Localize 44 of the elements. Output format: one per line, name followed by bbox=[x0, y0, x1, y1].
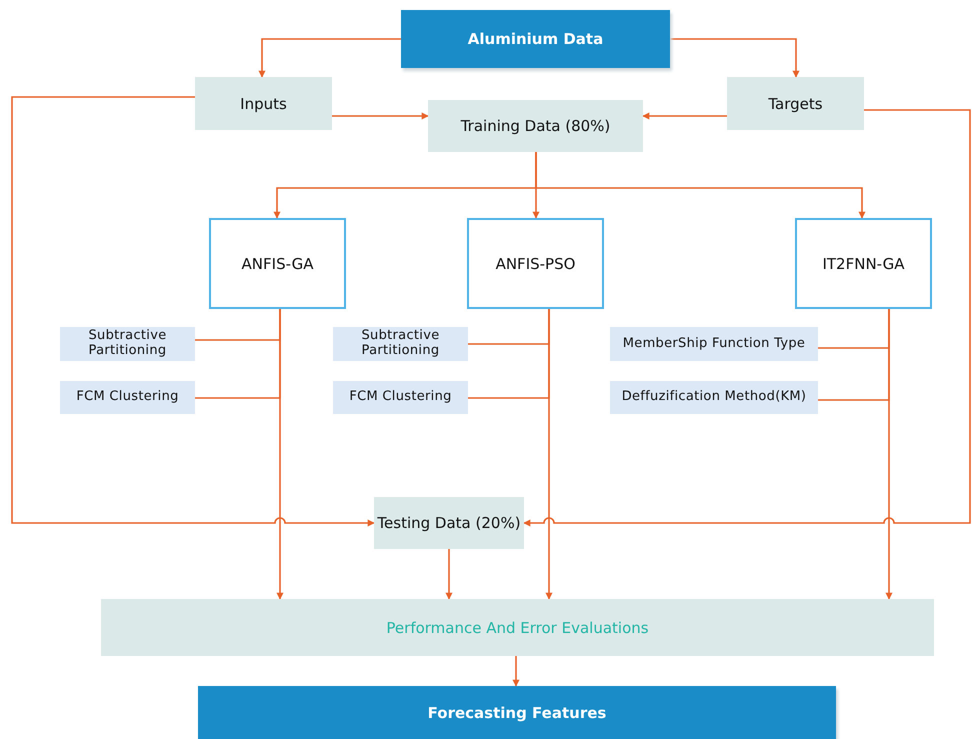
process-box bbox=[428, 100, 643, 152]
process-box bbox=[727, 77, 864, 130]
parameter-box bbox=[60, 381, 195, 414]
parameter-box bbox=[333, 327, 468, 361]
arrow bbox=[11, 96, 375, 526]
title-box bbox=[401, 10, 670, 68]
node-label: Training Data (80%) bbox=[460, 117, 610, 135]
arrow bbox=[546, 309, 552, 600]
parameter-box bbox=[333, 381, 468, 414]
node-label: Aluminium Data bbox=[468, 30, 604, 48]
node-label: Targets bbox=[768, 94, 823, 112]
node-label: ANFIS-PSO bbox=[496, 254, 576, 272]
output-box bbox=[198, 686, 836, 739]
arrow bbox=[642, 112, 727, 120]
model-box bbox=[209, 218, 346, 309]
node-label: Performance And Error Evaluations bbox=[386, 618, 649, 636]
parameter-box bbox=[60, 327, 195, 361]
node-label: Subtractive Partitioning bbox=[88, 329, 168, 359]
node-label: Deffuzification Method(KM) bbox=[622, 390, 806, 405]
process-box bbox=[195, 77, 332, 130]
arrow bbox=[670, 38, 800, 78]
node-label: Testing Data (20%) bbox=[377, 514, 521, 532]
process-box bbox=[374, 497, 524, 549]
evaluation-box bbox=[101, 599, 934, 656]
model-box bbox=[467, 218, 604, 309]
arrow bbox=[523, 109, 971, 526]
arrow bbox=[886, 309, 892, 600]
arrow bbox=[332, 112, 429, 120]
node-label: FCM Clustering bbox=[76, 390, 179, 405]
arrow bbox=[446, 549, 452, 600]
node-label: FCM Clustering bbox=[349, 390, 452, 405]
node-label: IT2FNN-GA bbox=[822, 254, 905, 272]
node-label: Inputs bbox=[240, 94, 287, 112]
arrow bbox=[276, 309, 284, 600]
arrow bbox=[512, 656, 520, 687]
model-box bbox=[795, 218, 932, 309]
node-label: ANFIS-GA bbox=[242, 254, 314, 272]
node-label: Forecasting Features bbox=[428, 704, 606, 722]
arrow bbox=[535, 152, 866, 219]
arrow bbox=[258, 38, 401, 78]
parameter-box bbox=[610, 381, 818, 414]
parameter-box bbox=[610, 327, 818, 361]
node-label: Subtractive Partitioning bbox=[360, 329, 440, 359]
node-label: MemberShip Function Type bbox=[622, 336, 806, 352]
